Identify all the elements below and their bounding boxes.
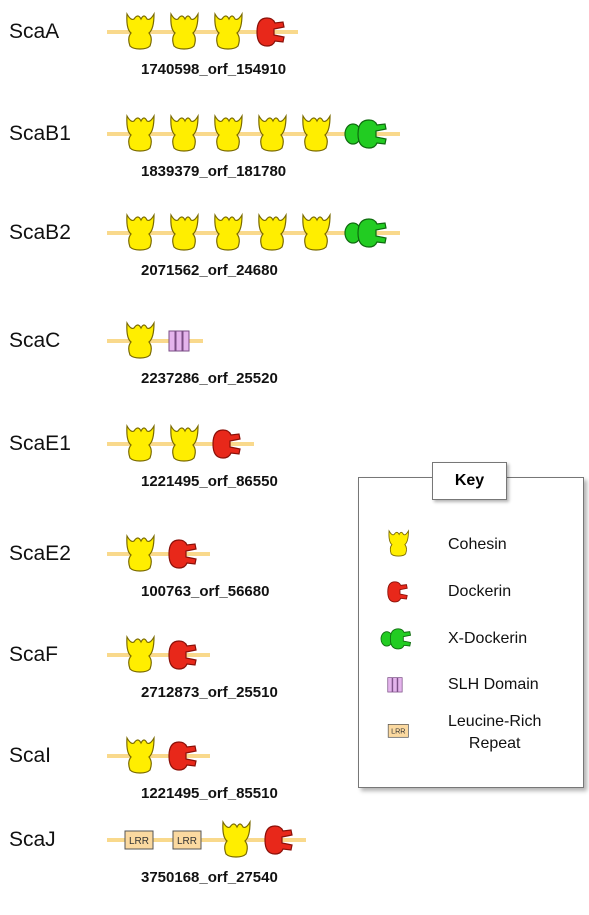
scaffoldin-row-scae1: ScaE1 1221495_orf_86550 — [0, 412, 589, 492]
key-item-x-dockerin: X-Dockerin — [359, 617, 583, 661]
orf-id: 3750168_orf_27540 — [141, 869, 278, 886]
cohesin-icon — [170, 212, 199, 251]
key-title: Key — [432, 462, 507, 500]
scaffoldin-architecture — [107, 735, 210, 774]
cohesin-icon — [126, 735, 155, 774]
cohesin-icon — [126, 212, 155, 251]
scaffoldin-name: ScaI — [9, 744, 52, 767]
cohesin-icon — [258, 212, 287, 251]
scaffoldin-name: ScaF — [9, 643, 59, 666]
scaffoldin-name: ScaE2 — [9, 542, 71, 565]
scaffoldin-row-scaa: ScaA 1740598_orf_154910 — [0, 0, 589, 80]
cohesin-icon — [126, 320, 155, 359]
cohesin-icon — [388, 529, 409, 557]
cohesin-icon — [170, 11, 199, 50]
scaffoldin-row-scab1: ScaB1 1839379_orf_181780 — [0, 102, 589, 182]
cohesin-icon — [222, 819, 251, 858]
scaffoldin-row-scab2: ScaB2 2071562_orf_24680 — [0, 201, 589, 281]
scaffoldin-architecture — [107, 634, 210, 673]
scaffoldin-row-scaf: ScaF 2712873_orf_25510 — [0, 623, 589, 703]
dockerin-icon — [168, 539, 197, 569]
cohesin-icon — [126, 533, 155, 572]
cohesin-icon — [302, 212, 331, 251]
orf-id: 1839379_orf_181780 — [141, 163, 287, 180]
cohesin-icon — [258, 113, 287, 152]
key-label: Cohesin — [448, 536, 507, 553]
scaffoldin-name: ScaE1 — [9, 432, 71, 455]
orf-id: 100763_orf_56680 — [141, 583, 270, 600]
dockerin-icon — [264, 825, 293, 855]
cohesin-icon — [214, 212, 243, 251]
scaffoldin-architecture — [107, 11, 298, 50]
key-label: Dockerin — [448, 583, 512, 600]
scaffoldin-row-scai: ScaI 1221495_orf_85510 — [0, 724, 589, 804]
svg-text:LRR: LRR — [177, 836, 197, 847]
dockerin-icon — [168, 741, 197, 771]
x-dockerin-icon — [380, 628, 412, 650]
cohesin-icon — [126, 113, 155, 152]
key-item-cohesin: Cohesin — [359, 523, 583, 567]
scaffoldin-row-scaj: ScaJ LRR LRR 3750168_orf_27540 — [0, 808, 589, 888]
scaffoldin-row-scac: ScaC 2237286_orf_25520 — [0, 309, 589, 389]
key-label: SLH Domain — [448, 676, 539, 693]
x-dockerin-icon — [344, 218, 387, 248]
scaffoldin-name: ScaA — [9, 20, 60, 43]
cohesin-icon — [126, 423, 155, 462]
cohesin-icon — [170, 423, 199, 462]
dockerin-icon — [212, 429, 241, 459]
cohesin-icon — [302, 113, 331, 152]
scaffoldin-architecture — [107, 212, 400, 251]
scaffoldin-name: ScaC — [9, 329, 61, 352]
orf-id: 1740598_orf_154910 — [141, 61, 287, 78]
cohesin-icon — [126, 11, 155, 50]
scaffoldin-name: ScaB1 — [9, 122, 71, 145]
slh-domain-icon — [168, 330, 190, 352]
svg-text:LRR: LRR — [391, 727, 405, 736]
scaffoldin-architecture — [107, 113, 400, 152]
cohesin-icon — [214, 11, 243, 50]
lrr-icon: LRR — [387, 723, 409, 738]
scaffoldin-name: ScaB2 — [9, 221, 71, 244]
svg-text:LRR: LRR — [129, 836, 149, 847]
lrr-icon: LRR — [124, 830, 154, 850]
key-item-slh: SLH Domain — [359, 663, 583, 707]
dockerin-icon — [387, 581, 408, 603]
orf-id: 1221495_orf_86550 — [141, 473, 278, 490]
slh-domain-icon — [387, 677, 403, 693]
key-item-dockerin: Dockerin — [359, 570, 583, 614]
dockerin-icon — [256, 17, 285, 47]
scaffoldin-architecture: LRR LRR — [107, 819, 306, 858]
lrr-icon: LRR — [172, 830, 202, 850]
dockerin-icon — [168, 640, 197, 670]
cohesin-icon — [170, 113, 199, 152]
orf-id: 2712873_orf_25510 — [141, 684, 278, 701]
key-label: X-Dockerin — [448, 630, 528, 647]
cohesin-icon — [214, 113, 243, 152]
scaffoldin-architecture — [107, 320, 203, 359]
scaffoldin-name: ScaJ — [9, 828, 56, 851]
scaffoldin-architecture — [107, 533, 210, 572]
x-dockerin-icon — [344, 119, 387, 149]
scaffoldin-row-scae2: ScaE2 100763_orf_56680 — [0, 522, 589, 602]
orf-id: 1221495_orf_85510 — [141, 785, 278, 802]
scaffoldin-architecture — [107, 423, 254, 462]
cohesin-icon — [126, 634, 155, 673]
orf-id: 2237286_orf_25520 — [141, 370, 278, 387]
orf-id: 2071562_orf_24680 — [141, 262, 278, 279]
